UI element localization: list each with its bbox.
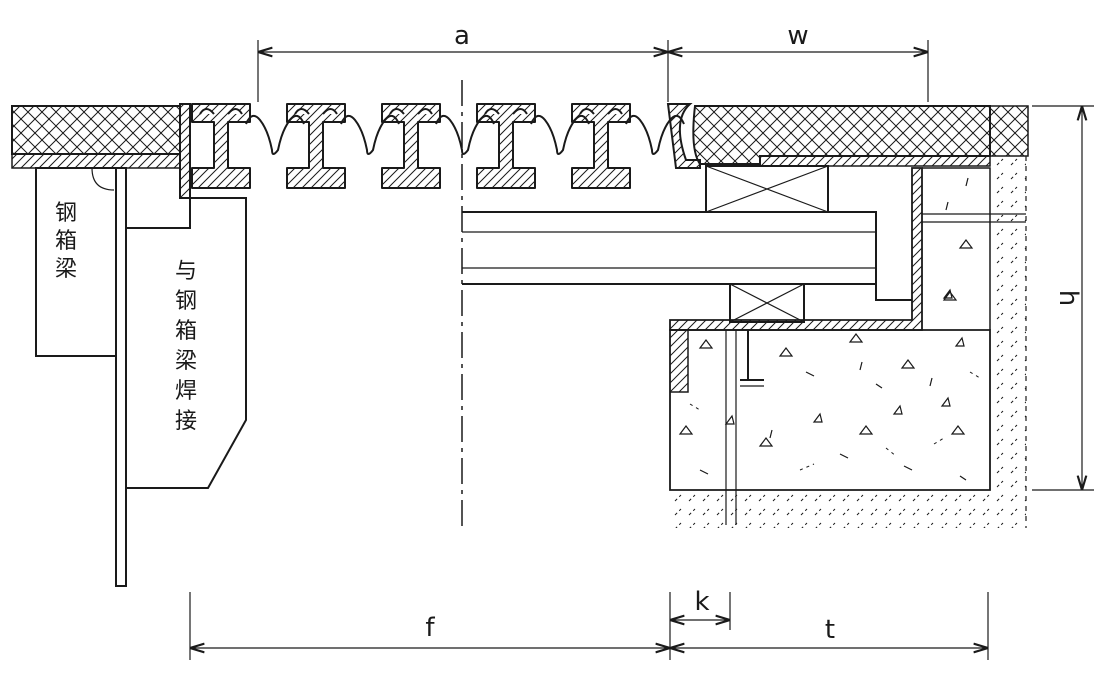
label-char: 接 <box>175 409 197 434</box>
edge-profile-right <box>666 103 701 169</box>
pavement-right <box>692 105 1029 167</box>
dimension-t: t <box>670 592 989 660</box>
label-char: 梁 <box>55 257 77 282</box>
label-char: 焊 <box>175 379 197 404</box>
dimension-a: a <box>257 21 669 102</box>
label-steel-box-girder: 钢 箱 梁 <box>55 201 77 282</box>
label-char: 梁 <box>175 349 197 374</box>
dimension-t-label: t <box>825 615 835 645</box>
label-char: 钢 <box>55 201 77 226</box>
bearing-block-upper <box>705 165 829 213</box>
pavement-left <box>11 105 181 169</box>
dimension-f: f <box>189 592 671 660</box>
dimension-h-label: h <box>1053 290 1083 306</box>
bearing-block-lower <box>729 283 805 323</box>
label-char: 箱 <box>175 319 197 344</box>
concrete-block <box>669 167 1026 525</box>
dimension-w: w <box>668 21 929 102</box>
dimension-h: h <box>1032 105 1094 491</box>
label-char: 钢 <box>175 289 197 314</box>
dimension-f-label: f <box>425 613 435 643</box>
dimension-k-label: k <box>694 587 709 617</box>
dimension-k: k <box>670 587 731 630</box>
dimension-a-label: a <box>454 21 470 51</box>
dimension-w-label: w <box>787 21 808 51</box>
rubber-seals <box>245 114 685 155</box>
support-beam <box>462 211 877 285</box>
steel-box-girder <box>35 103 247 587</box>
label-char: 箱 <box>55 229 77 254</box>
label-welded-to-box-girder: 与 钢 箱 梁 焊 接 <box>175 259 197 434</box>
label-char: 与 <box>175 259 197 284</box>
abutment-soil <box>670 156 1027 528</box>
